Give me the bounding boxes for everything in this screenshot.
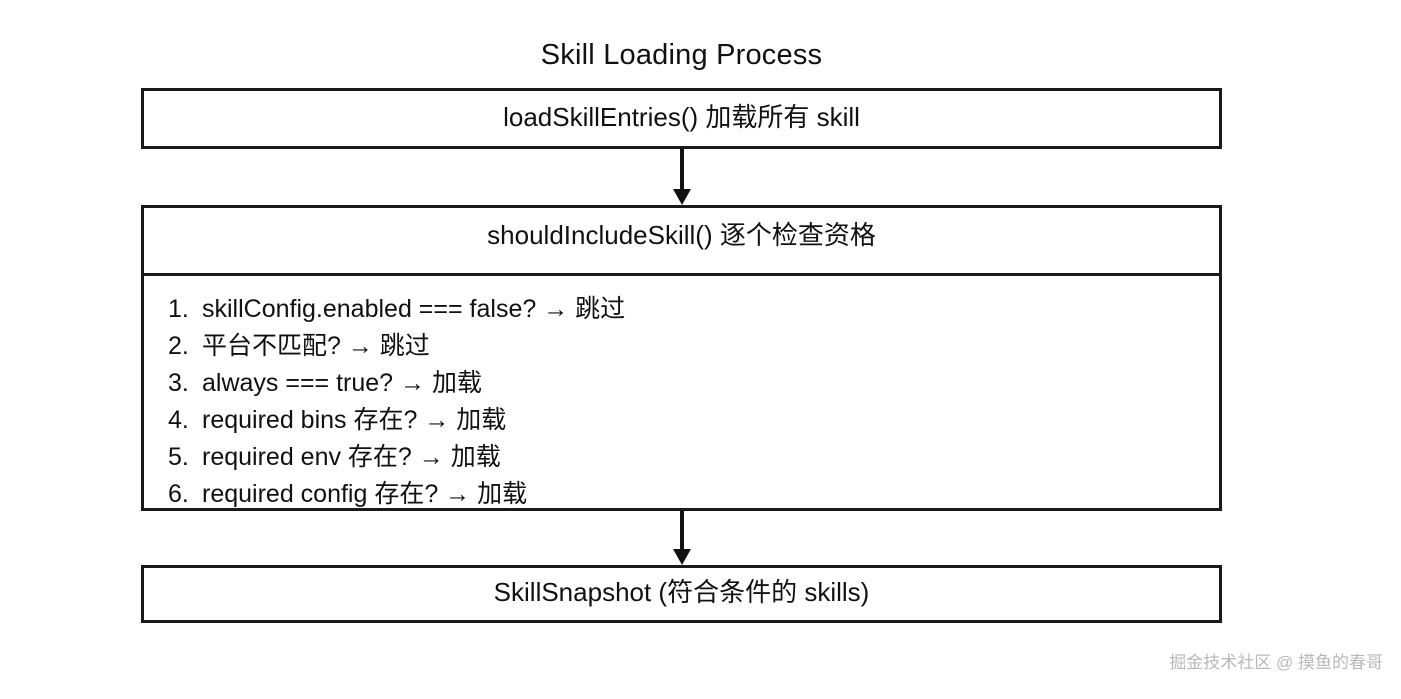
arrow-check-to-snapshot bbox=[673, 511, 691, 565]
rule-item-5-index: 5. bbox=[168, 443, 189, 471]
rule-item-3: 3. always === true? → 加载 bbox=[168, 365, 1219, 402]
node-load-skill-entries: loadSkillEntries() 加载所有 skill bbox=[141, 88, 1222, 149]
rule-item-2: 2. 平台不匹配? → 跳过 bbox=[168, 328, 1219, 365]
eligibility-rules-list: 1. skillConfig.enabled === false? → 跳过 2.… bbox=[144, 276, 1219, 513]
node-skill-snapshot-label: SkillSnapshot (符合条件的 skills) bbox=[493, 577, 870, 607]
node-skill-snapshot: SkillSnapshot (符合条件的 skills) bbox=[141, 565, 1222, 623]
rule-item-3-index: 3. bbox=[168, 369, 189, 397]
node-should-include-skill: shouldIncludeSkill() 逐个检查资格 1. skillConfi… bbox=[141, 205, 1222, 511]
watermark: 掘金技术社区 @ 摸鱼的春哥 bbox=[1169, 653, 1383, 672]
arrow-head-icon bbox=[673, 189, 691, 205]
rule-item-6-text: required config 存在? → 加载 bbox=[202, 480, 528, 508]
arrow-head-icon bbox=[673, 549, 691, 565]
rule-item-4-text: required bins 存在? → 加载 bbox=[202, 406, 507, 434]
arrow-load-to-check bbox=[673, 149, 691, 205]
rule-item-4-index: 4. bbox=[168, 406, 189, 434]
arrow-shaft bbox=[680, 511, 684, 549]
rule-item-2-index: 2. bbox=[168, 332, 189, 360]
rule-item-5: 5. required env 存在? → 加载 bbox=[168, 439, 1219, 476]
rule-item-5-text: required env 存在? → 加载 bbox=[202, 443, 501, 471]
diagram-title: Skill Loading Process bbox=[540, 39, 823, 71]
rule-item-1-index: 1. bbox=[168, 295, 189, 323]
node-load-skill-entries-label: loadSkillEntries() 加载所有 skill bbox=[503, 102, 860, 132]
rule-item-4: 4. required bins 存在? → 加载 bbox=[168, 402, 1219, 439]
node-should-include-skill-header: shouldIncludeSkill() 逐个检查资格 bbox=[144, 219, 1219, 276]
rule-item-1: 1. skillConfig.enabled === false? → 跳过 bbox=[168, 291, 1219, 328]
node-should-include-skill-label: shouldIncludeSkill() 逐个检查资格 bbox=[487, 220, 876, 250]
rule-item-6-index: 6. bbox=[168, 480, 189, 508]
rule-item-2-text: 平台不匹配? → 跳过 bbox=[202, 332, 430, 360]
rule-item-6: 6. required config 存在? → 加载 bbox=[168, 476, 1219, 513]
rule-item-1-text: skillConfig.enabled === false? → 跳过 bbox=[202, 295, 626, 323]
rule-item-3-text: always === true? → 加载 bbox=[202, 369, 482, 397]
arrow-shaft bbox=[680, 149, 684, 189]
